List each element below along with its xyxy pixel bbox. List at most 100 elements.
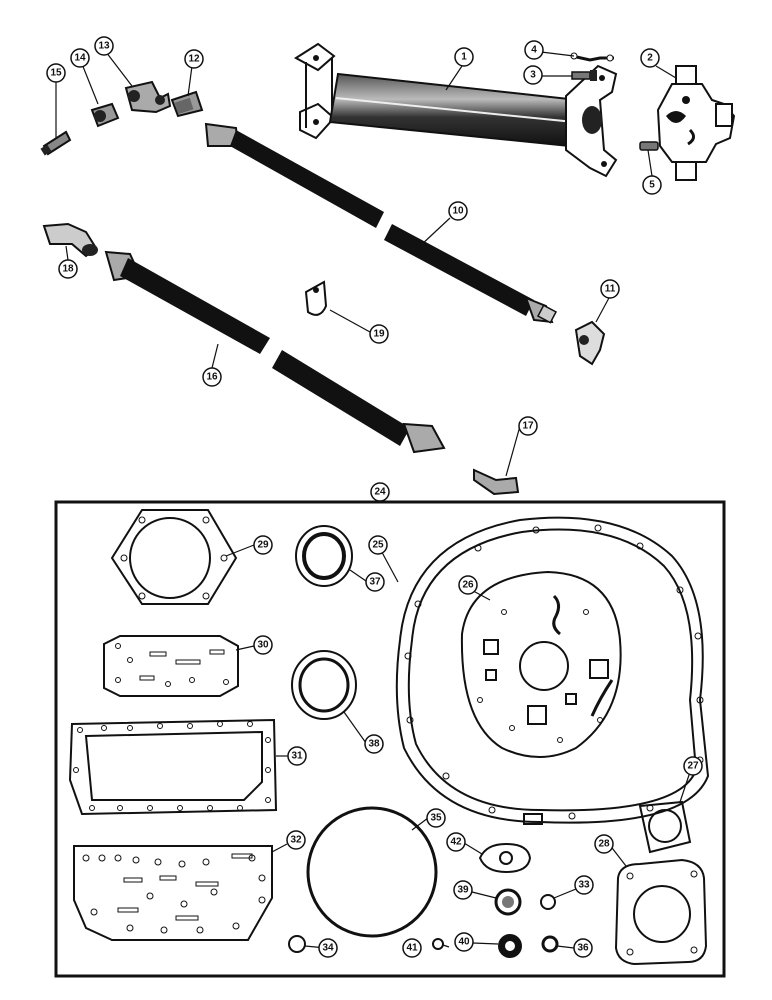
- callout-3: 3: [523, 65, 543, 85]
- callout-18: 18: [58, 259, 78, 279]
- callout-41: 41: [402, 938, 422, 958]
- adapter-fitting: [90, 102, 120, 128]
- callouts: 1 2 3 4 5 10 11 12 13 14 15 16 17 18 19 …: [46, 36, 703, 958]
- pan-gasket: [68, 718, 278, 816]
- svg-text:26: 26: [462, 580, 474, 591]
- svg-text:16: 16: [206, 372, 218, 383]
- svg-text:12: 12: [188, 54, 200, 65]
- lock-strap: [570, 52, 614, 62]
- callout-13: 13: [94, 36, 114, 56]
- valve-body-gasket: [73, 845, 273, 941]
- callout-35: 35: [426, 808, 446, 828]
- svg-text:17: 17: [522, 421, 534, 432]
- svg-text:4: 4: [531, 45, 537, 56]
- square-gasket-small: [638, 800, 692, 854]
- callout-19: 19: [369, 324, 389, 344]
- callout-16: 16: [202, 367, 222, 387]
- callout-28: 28: [594, 834, 614, 854]
- o-ring-34: [288, 935, 306, 953]
- svg-text:36: 36: [577, 943, 589, 954]
- callout-27: 27: [683, 756, 703, 776]
- square-gasket-large: [614, 858, 708, 966]
- callout-12: 12: [184, 49, 204, 69]
- pipe-plug: [40, 130, 72, 156]
- callout-38: 38: [364, 734, 384, 754]
- seal-ring-39: [494, 888, 522, 916]
- callout-2: 2: [640, 48, 660, 68]
- hex-gasket: [110, 509, 238, 605]
- flange-gasket: [478, 842, 532, 874]
- universal-joint: [656, 65, 736, 181]
- svg-text:28: 28: [598, 839, 610, 850]
- svg-text:32: 32: [290, 835, 302, 846]
- elbow-fitting-right: [574, 320, 606, 366]
- svg-text:37: 37: [369, 577, 381, 588]
- callout-4: 4: [524, 40, 544, 60]
- svg-text:10: 10: [452, 206, 464, 217]
- svg-text:3: 3: [530, 70, 536, 81]
- callout-33: 33: [574, 875, 594, 895]
- callout-1: 1: [454, 47, 474, 67]
- drive-shaft-tube: [294, 42, 618, 178]
- svg-text:5: 5: [649, 180, 655, 191]
- svg-text:39: 39: [457, 885, 469, 896]
- svg-text:14: 14: [74, 53, 86, 64]
- seal-ring-40: [498, 934, 522, 958]
- tee-fitting: [124, 80, 172, 114]
- o-ring-41: [432, 938, 444, 950]
- callout-11: 11: [600, 279, 620, 299]
- svg-text:19: 19: [373, 329, 385, 340]
- callout-25: 25: [368, 535, 388, 555]
- svg-text:42: 42: [450, 837, 462, 848]
- svg-text:18: 18: [62, 264, 74, 275]
- housing-gasket: [395, 516, 710, 825]
- callout-34: 34: [318, 938, 338, 958]
- large-o-ring: [306, 806, 438, 938]
- callout-17: 17: [518, 416, 538, 436]
- callout-26: 26: [458, 575, 478, 595]
- svg-text:25: 25: [372, 540, 384, 551]
- svg-text:38: 38: [368, 739, 380, 750]
- o-ring-33: [540, 894, 556, 910]
- callout-15: 15: [46, 63, 66, 83]
- screw: [639, 141, 659, 151]
- callout-37: 37: [365, 572, 385, 592]
- callout-32: 32: [286, 830, 306, 850]
- bolt: [571, 70, 597, 81]
- svg-text:41: 41: [406, 943, 418, 954]
- flex-plate-gasket: [460, 570, 622, 758]
- callout-42: 42: [446, 832, 466, 852]
- callout-5: 5: [642, 175, 662, 195]
- callout-40: 40: [454, 932, 474, 952]
- callout-29: 29: [253, 535, 273, 555]
- svg-text:1: 1: [461, 52, 467, 63]
- callout-14: 14: [70, 48, 90, 68]
- svg-text:30: 30: [257, 640, 269, 651]
- svg-text:11: 11: [605, 284, 616, 295]
- svg-text:27: 27: [687, 761, 699, 772]
- svg-text:15: 15: [50, 68, 62, 79]
- oil-seal-38: [291, 650, 357, 720]
- svg-text:31: 31: [291, 751, 303, 762]
- plate-gasket: [103, 635, 239, 697]
- svg-text:13: 13: [98, 41, 110, 52]
- svg-text:33: 33: [578, 880, 590, 891]
- elbow-fitting-small: [473, 468, 520, 496]
- callout-36: 36: [573, 938, 593, 958]
- callout-30: 30: [253, 635, 273, 655]
- svg-text:35: 35: [430, 813, 442, 824]
- callout-10: 10: [448, 201, 468, 221]
- elbow-fitting: [42, 222, 98, 258]
- elbow-connector: [170, 90, 204, 118]
- svg-text:24: 24: [374, 487, 386, 498]
- callout-24: 24: [370, 482, 390, 502]
- svg-text:29: 29: [257, 540, 269, 551]
- svg-text:40: 40: [458, 937, 470, 948]
- callout-39: 39: [453, 880, 473, 900]
- o-ring-36: [541, 935, 559, 953]
- hose-lower: [104, 250, 446, 454]
- leader-lines: [55, 51, 692, 949]
- hose-clamp: [304, 280, 328, 316]
- gasket-kit-panel: [54, 500, 726, 978]
